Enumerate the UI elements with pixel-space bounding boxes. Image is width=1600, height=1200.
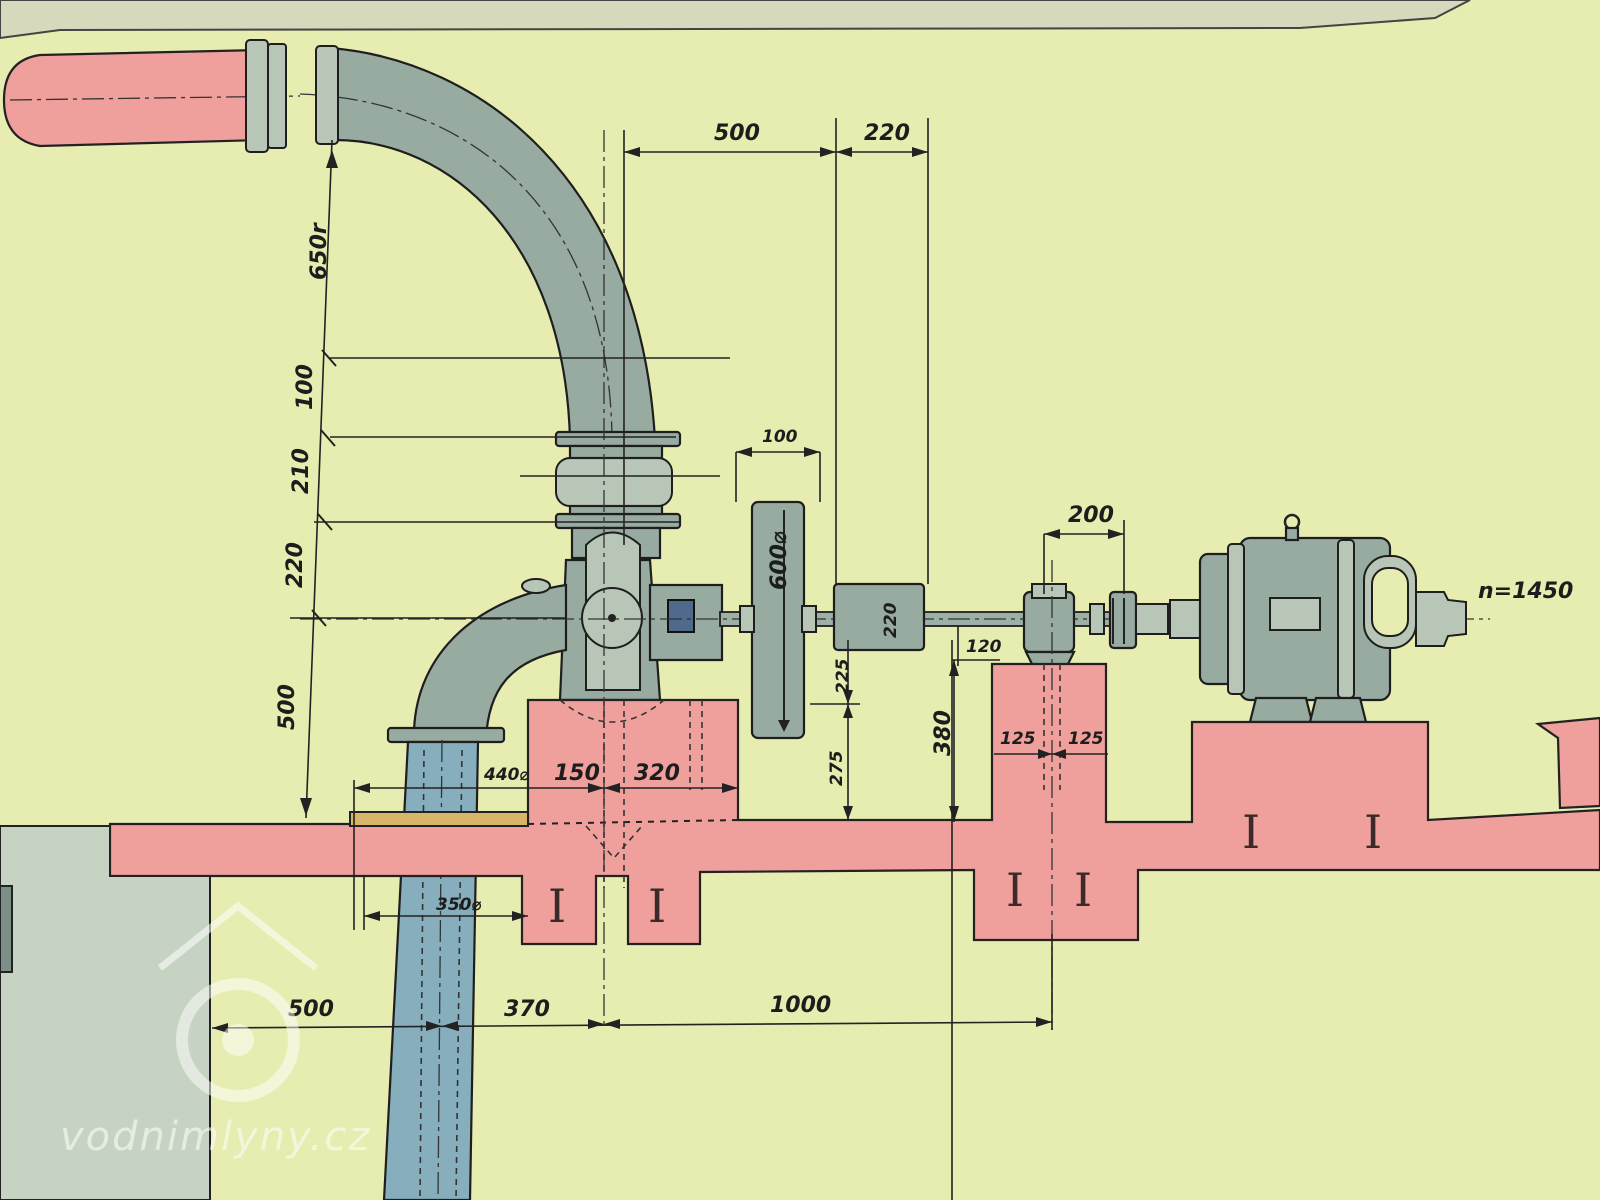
i-beam-5: I (1242, 805, 1260, 859)
dim-v-225: 225 (833, 659, 853, 695)
electric-motor (1169, 513, 1467, 724)
dim-v-220: 220 (283, 542, 308, 588)
penstock-pipe (2, 48, 301, 148)
i-beam-3: I (1006, 863, 1024, 917)
dim-b-125-left: 125 (1000, 729, 1036, 749)
dim-v-380: 380 (931, 710, 956, 756)
dim-v-275: 275 (827, 751, 847, 787)
dim-top-220: 220 (864, 121, 910, 146)
coupling-bearing (1022, 583, 1169, 670)
waterwheel-logo-icon (176, 978, 300, 1102)
dim-flywheel-600: 600⌀ (767, 531, 792, 590)
dim-bottom-370: 370 (504, 997, 550, 1022)
dim-v-500: 500 (275, 684, 300, 730)
dim-pipe-350: 350⌀ (436, 895, 482, 915)
dimension-labels: 500 220 650r 100 210 220 500 100 600⌀ 22… (275, 121, 1573, 1022)
paper-top-edge (0, 0, 1471, 40)
dim-b-125-right: 125 (1068, 729, 1104, 749)
i-beam-4: I (1074, 863, 1092, 917)
dim-radius-650: 650r (307, 222, 332, 280)
dim-v-210: 210 (289, 448, 314, 494)
dim-bearing-200: 200 (1068, 503, 1114, 528)
dim-shaft-120: 120 (966, 637, 1002, 657)
reference-lines (290, 118, 1125, 1200)
dim-bottom-1000: 1000 (770, 993, 831, 1018)
suction-elbow (386, 578, 568, 744)
dim-base-320: 320 (634, 761, 680, 786)
dim-base-150: 150 (554, 761, 600, 786)
dim-flywheel-100: 100 (762, 427, 798, 447)
watermark: vodnimlyny.cz (60, 901, 371, 1160)
i-beam-2: I (648, 879, 666, 933)
i-beams: I I I I I I (548, 805, 1382, 933)
dim-top-500: 500 (714, 121, 760, 146)
dim-pulley-220: 220 (881, 602, 901, 638)
motor-speed-label: n=1450 (1478, 579, 1573, 604)
lower-structure (0, 825, 365, 1200)
dim-v-100: 100 (293, 364, 318, 410)
foundation (108, 662, 1600, 946)
watermark-text: vodnimlyny.cz (60, 1114, 371, 1160)
dimension-lines (211, 139, 1124, 1033)
flywheel (739, 500, 817, 740)
i-beam-6: I (1364, 805, 1382, 859)
i-beam-1: I (548, 879, 566, 933)
belt-pulley (832, 582, 926, 652)
pump-body (558, 531, 724, 702)
dim-base-440: 440⌀ (483, 765, 530, 785)
suction-pipe (382, 739, 480, 1200)
